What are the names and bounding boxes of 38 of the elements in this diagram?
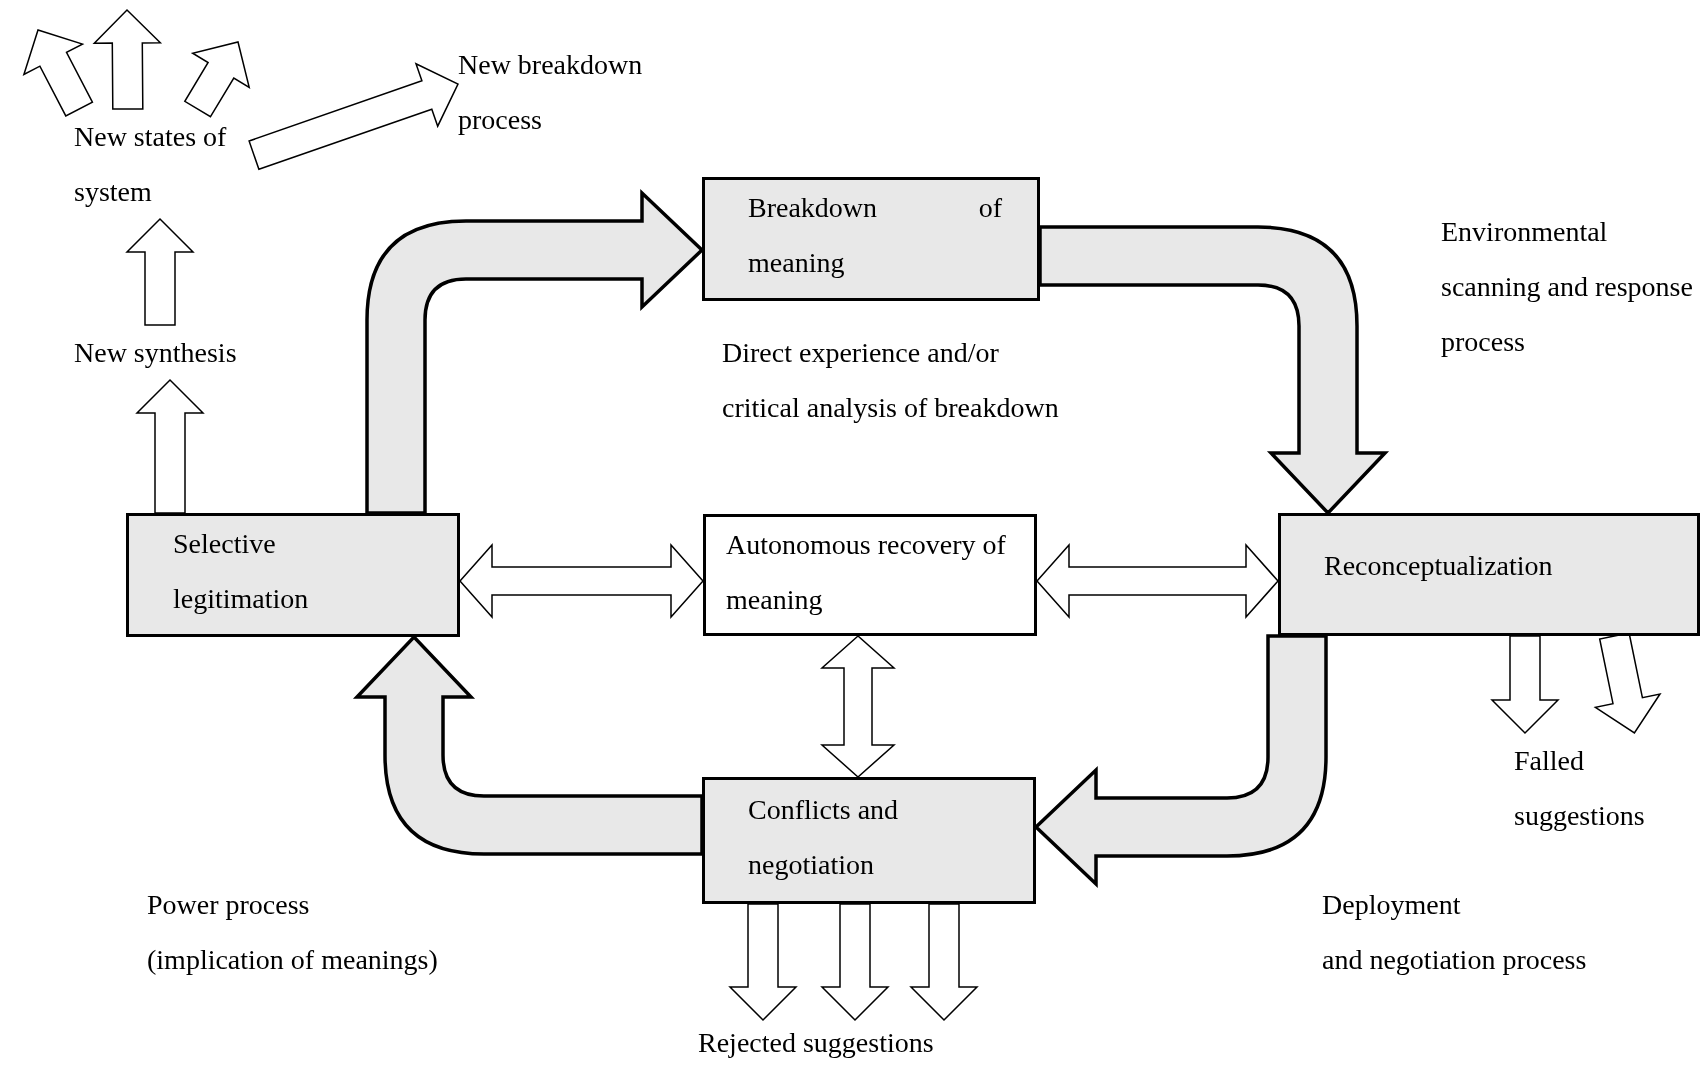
- box-label: Selective legitimation: [173, 527, 310, 616]
- process-box: [702, 777, 1036, 904]
- hollow-arrow: [92, 8, 163, 110]
- curved-block-arrow: [1034, 634, 1328, 886]
- node-label: New synthesis: [74, 325, 274, 380]
- double-arrow: [459, 543, 704, 619]
- curved-block-arrow: [355, 635, 704, 856]
- process-box: [702, 177, 1040, 301]
- process-box: [126, 513, 460, 637]
- node-label: New breakdown process: [458, 37, 688, 147]
- process-label: Deployment: [1322, 888, 1462, 922]
- hollow-arrow: [1490, 635, 1560, 735]
- hollow-arrow: [728, 903, 798, 1022]
- box-label: Conflicts and negotiation: [748, 793, 900, 882]
- box-label: Breakdown of meaning: [748, 191, 1002, 280]
- process-box: [703, 514, 1037, 636]
- node-label: Falled suggestions: [1514, 733, 1694, 843]
- box-label: Autonomous recovery of meaning: [726, 528, 1007, 617]
- curved-block-arrow: [365, 191, 704, 515]
- double-arrow: [1036, 543, 1279, 619]
- box-label: Reconceptualization: [1324, 549, 1554, 583]
- hollow-arrow: [125, 217, 195, 326]
- process-label: Environmental scanning and response process: [1441, 215, 1694, 359]
- process-box: [1278, 513, 1700, 636]
- hollow-arrow: [909, 903, 979, 1022]
- process-label: (implication of meanings): [147, 943, 439, 977]
- double-arrow: [820, 635, 896, 778]
- hollow-arrow: [22, 29, 94, 117]
- process-label: Power process: [147, 888, 311, 922]
- curved-block-arrow: [1038, 225, 1387, 515]
- node-label: New states of system: [74, 109, 254, 219]
- hollow-arrow: [183, 41, 251, 118]
- hollow-arrow: [248, 62, 459, 171]
- hollow-arrow: [820, 903, 890, 1022]
- hollow-arrow: [135, 378, 205, 514]
- process-label: Direct experience and/or critical analysis of breakdown: [722, 336, 1060, 425]
- process-label: and negotiation process: [1322, 943, 1588, 977]
- node-label: Rejected suggestions: [698, 1020, 988, 1066]
